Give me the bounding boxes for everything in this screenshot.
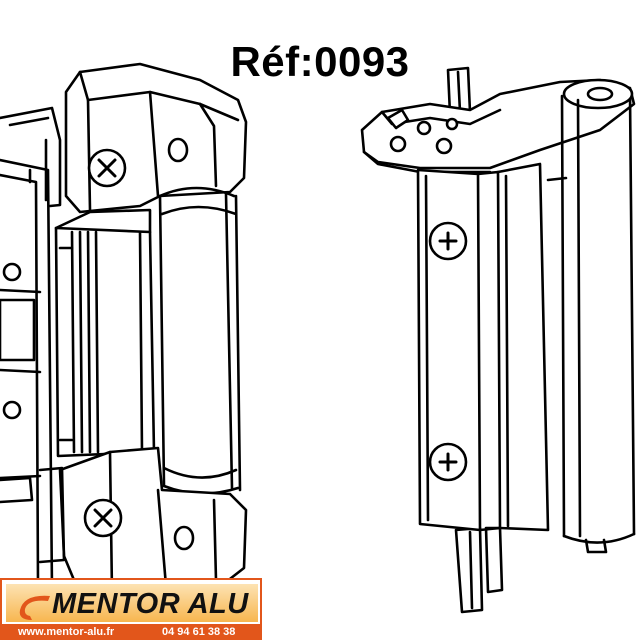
logo-footer: www.mentor-alu.fr 04 94 61 38 38 bbox=[2, 624, 260, 640]
left-frame-plate bbox=[0, 106, 62, 592]
right-pin-cylinder bbox=[546, 78, 636, 554]
left-pin-cylinder bbox=[158, 186, 242, 495]
right-top-rod bbox=[446, 66, 472, 116]
left-bottom-screw-icon bbox=[83, 498, 123, 538]
right-hinge-assembly bbox=[360, 66, 636, 614]
right-bottom-rod bbox=[454, 526, 504, 614]
right-top-screw-icon bbox=[428, 221, 468, 261]
logo-website-link[interactable]: www.mentor-alu.fr bbox=[18, 626, 115, 638]
left-hinge-assembly bbox=[0, 62, 248, 594]
logo-brand-text: MENTOR ALU bbox=[52, 588, 249, 620]
right-hinge-leaf bbox=[416, 162, 550, 532]
right-bottom-screw-icon bbox=[428, 442, 468, 482]
left-top-screw-icon bbox=[87, 148, 127, 188]
logo-band: MENTOR ALU bbox=[6, 584, 258, 622]
left-hinge-leaf bbox=[54, 208, 156, 458]
logo-swoosh-icon bbox=[19, 595, 50, 620]
logo-phone-number: 04 94 61 38 38 bbox=[162, 626, 236, 638]
reference-title: Réf:0093 bbox=[230, 38, 410, 85]
mentor-alu-logo: MENTOR ALU www.mentor-alu.fr 04 94 61 38… bbox=[0, 578, 262, 640]
